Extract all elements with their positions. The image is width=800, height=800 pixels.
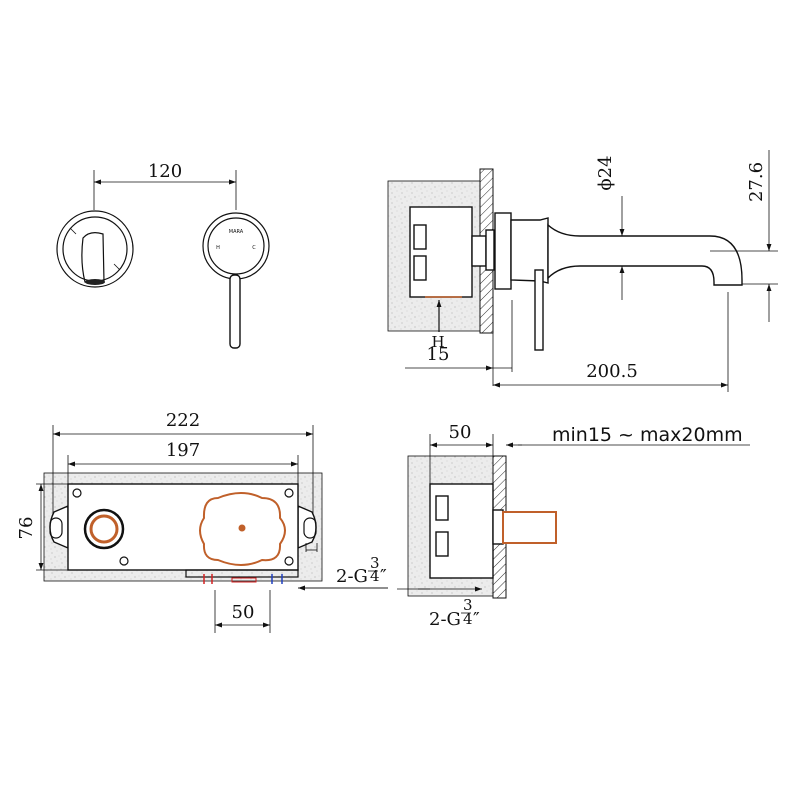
cartridge-spindle <box>502 511 557 544</box>
dimension-label-phi24: ϕ24 <box>595 155 616 190</box>
dimension-label-120: 120 <box>148 161 182 182</box>
cold-mark: C <box>252 245 256 251</box>
hot-mark: H <box>216 245 220 251</box>
inch-mark-side: ″ <box>473 609 480 630</box>
spout-outlet <box>85 279 105 285</box>
thread-spec-side: 2-G <box>429 609 461 630</box>
lever-handle <box>229 274 241 349</box>
front-view: 120 MARA H C <box>56 161 270 349</box>
side-handle <box>534 269 544 351</box>
spout-front <box>81 232 105 283</box>
screw <box>119 556 129 566</box>
dimension-label-197: 197 <box>166 440 200 461</box>
escutcheon <box>494 212 512 290</box>
brand-logo: MARA <box>229 229 244 235</box>
thread-denominator-side: 4 <box>463 610 473 628</box>
thread-numerator-side: 3 <box>463 596 473 614</box>
spout-plate <box>56 210 134 288</box>
mixer-plate: MARA H C <box>202 212 270 349</box>
screw <box>284 556 294 566</box>
dimension-label-inlet-50: 50 <box>232 602 255 623</box>
cover-depth-note: min15 ~ max20mm <box>552 424 743 446</box>
dimension-label-200-5: 200.5 <box>586 361 638 382</box>
valve-body <box>409 206 473 298</box>
box-front-view: 222 197 76 <box>16 410 388 633</box>
inlet-mark: H <box>431 333 444 351</box>
thread-denominator: 4 <box>370 567 380 585</box>
side-view: H 15 200.5 ϕ24 27.6 <box>387 150 778 392</box>
cartridge-center <box>238 524 246 532</box>
thread-numerator: 3 <box>370 554 380 572</box>
box-side-view: 50 min15 ~ max20mm 2-G 3 4 ″ <box>397 422 750 630</box>
screw <box>284 488 294 498</box>
dimension-label-depth-50: 50 <box>449 422 472 443</box>
dimension-label-27-6: 27.6 <box>746 162 767 202</box>
spout-body <box>547 223 743 286</box>
thread-spec-front: 2-G <box>336 566 368 587</box>
screw <box>72 488 82 498</box>
dimension-label-76: 76 <box>16 517 37 540</box>
inch-mark: ″ <box>380 566 387 587</box>
dimension-label-15: 15 <box>427 344 450 365</box>
spout-collar <box>510 217 549 284</box>
dimension-label-222: 222 <box>166 410 200 431</box>
